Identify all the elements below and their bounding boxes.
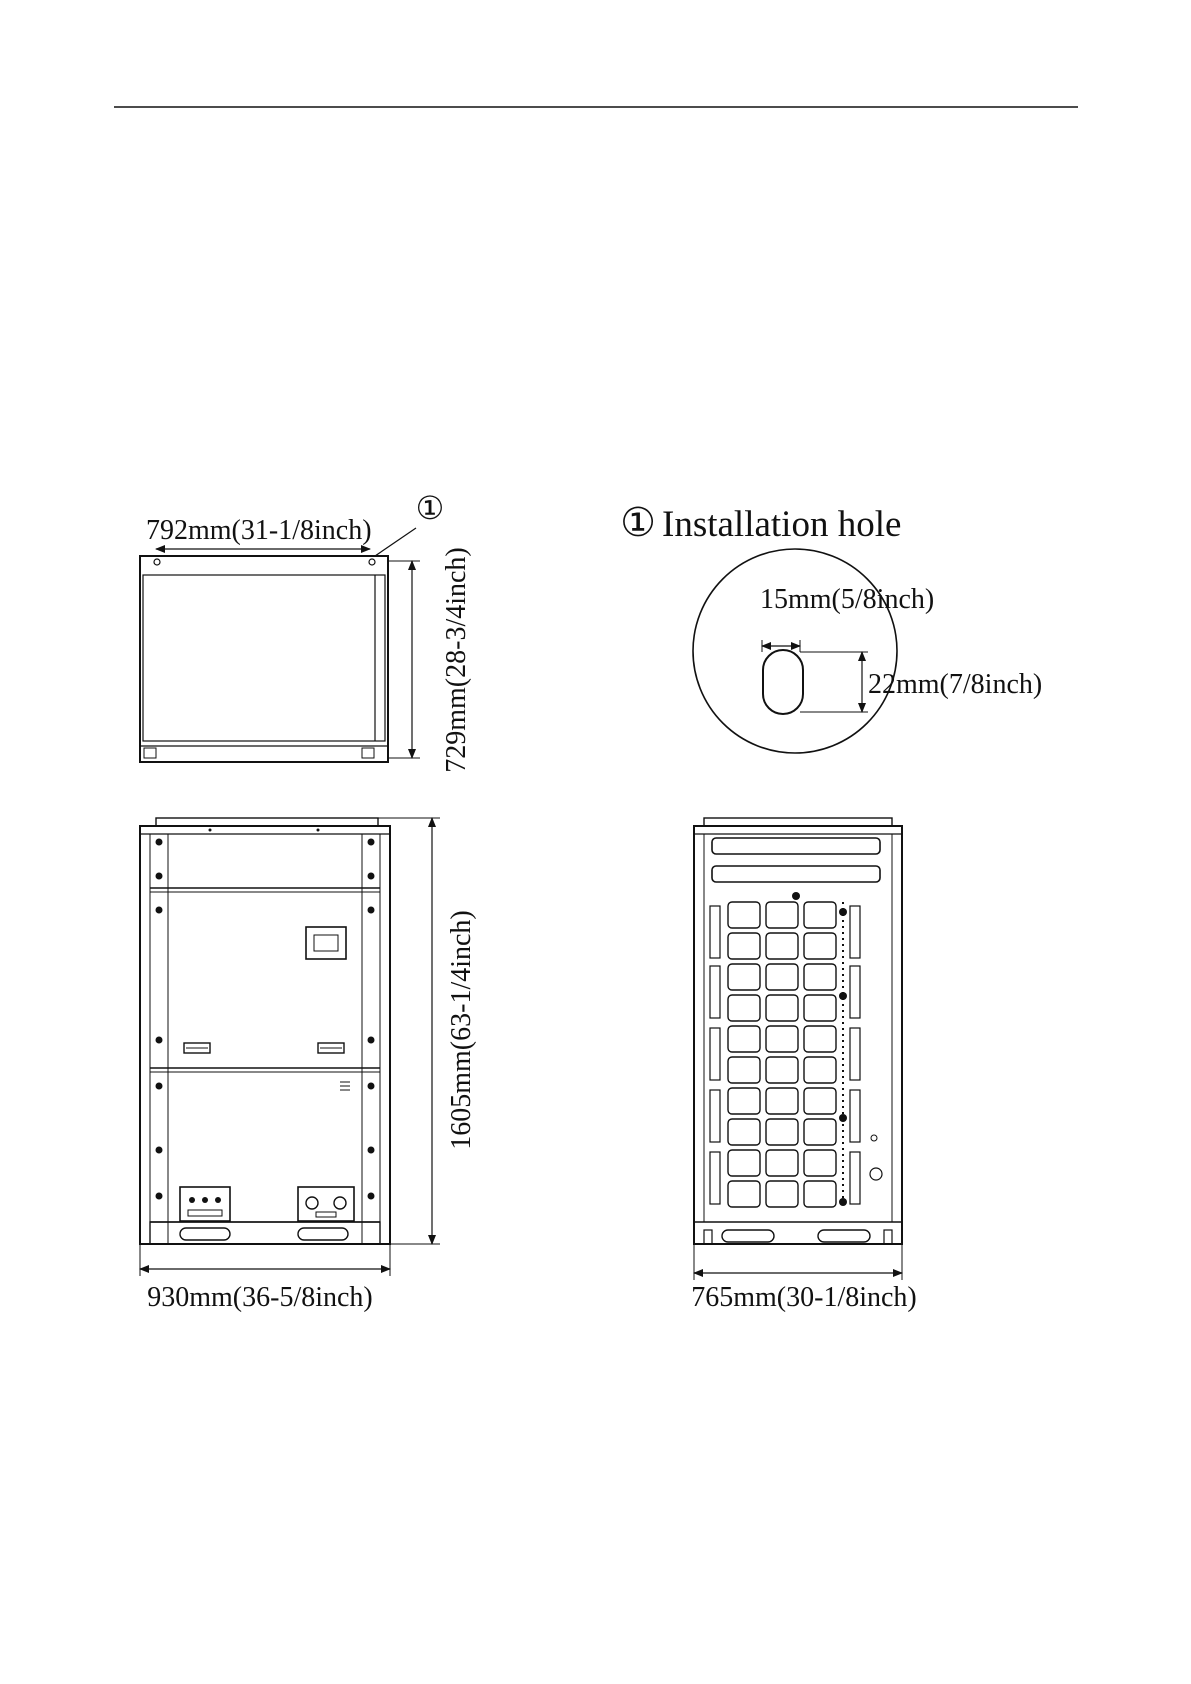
front-view-height-label: 1605mm(63-1/4inch) [446,910,477,1150]
side-view-width-label: 765mm(30-1/8inch) [691,1282,917,1313]
installation-hole-title: Installation hole [662,504,901,545]
top-view-hole-left [154,559,160,565]
top-view: 792mm(31-1/8inch) ① 729mm(28-3/4inch) [140,490,472,773]
installation-hole-marker: ① [620,500,656,545]
top-view-width-label: 792mm(31-1/8inch) [146,515,372,546]
hole-detail-circle [693,549,897,753]
top-view-hole-marker: ① [416,490,445,526]
side-view: 765mm(30-1/8inch) [691,818,917,1313]
front-view: 1605mm(63-1/4inch) 930mm(36-5/8inch) [140,818,477,1313]
top-view-outline [140,556,388,762]
front-view-width-label: 930mm(36-5/8inch) [147,1282,373,1313]
installation-hole-detail: ① Installation hole 15mm(5/8inch) 22mm(7… [620,500,1042,753]
hole-width-label: 15mm(5/8inch) [760,584,934,615]
top-view-depth-label: 729mm(28-3/4inch) [441,547,472,773]
hole-slot [763,650,803,714]
hole-height-label: 22mm(7/8inch) [868,669,1042,700]
top-view-hole-right [369,559,375,565]
hole-leader-line [375,528,416,556]
